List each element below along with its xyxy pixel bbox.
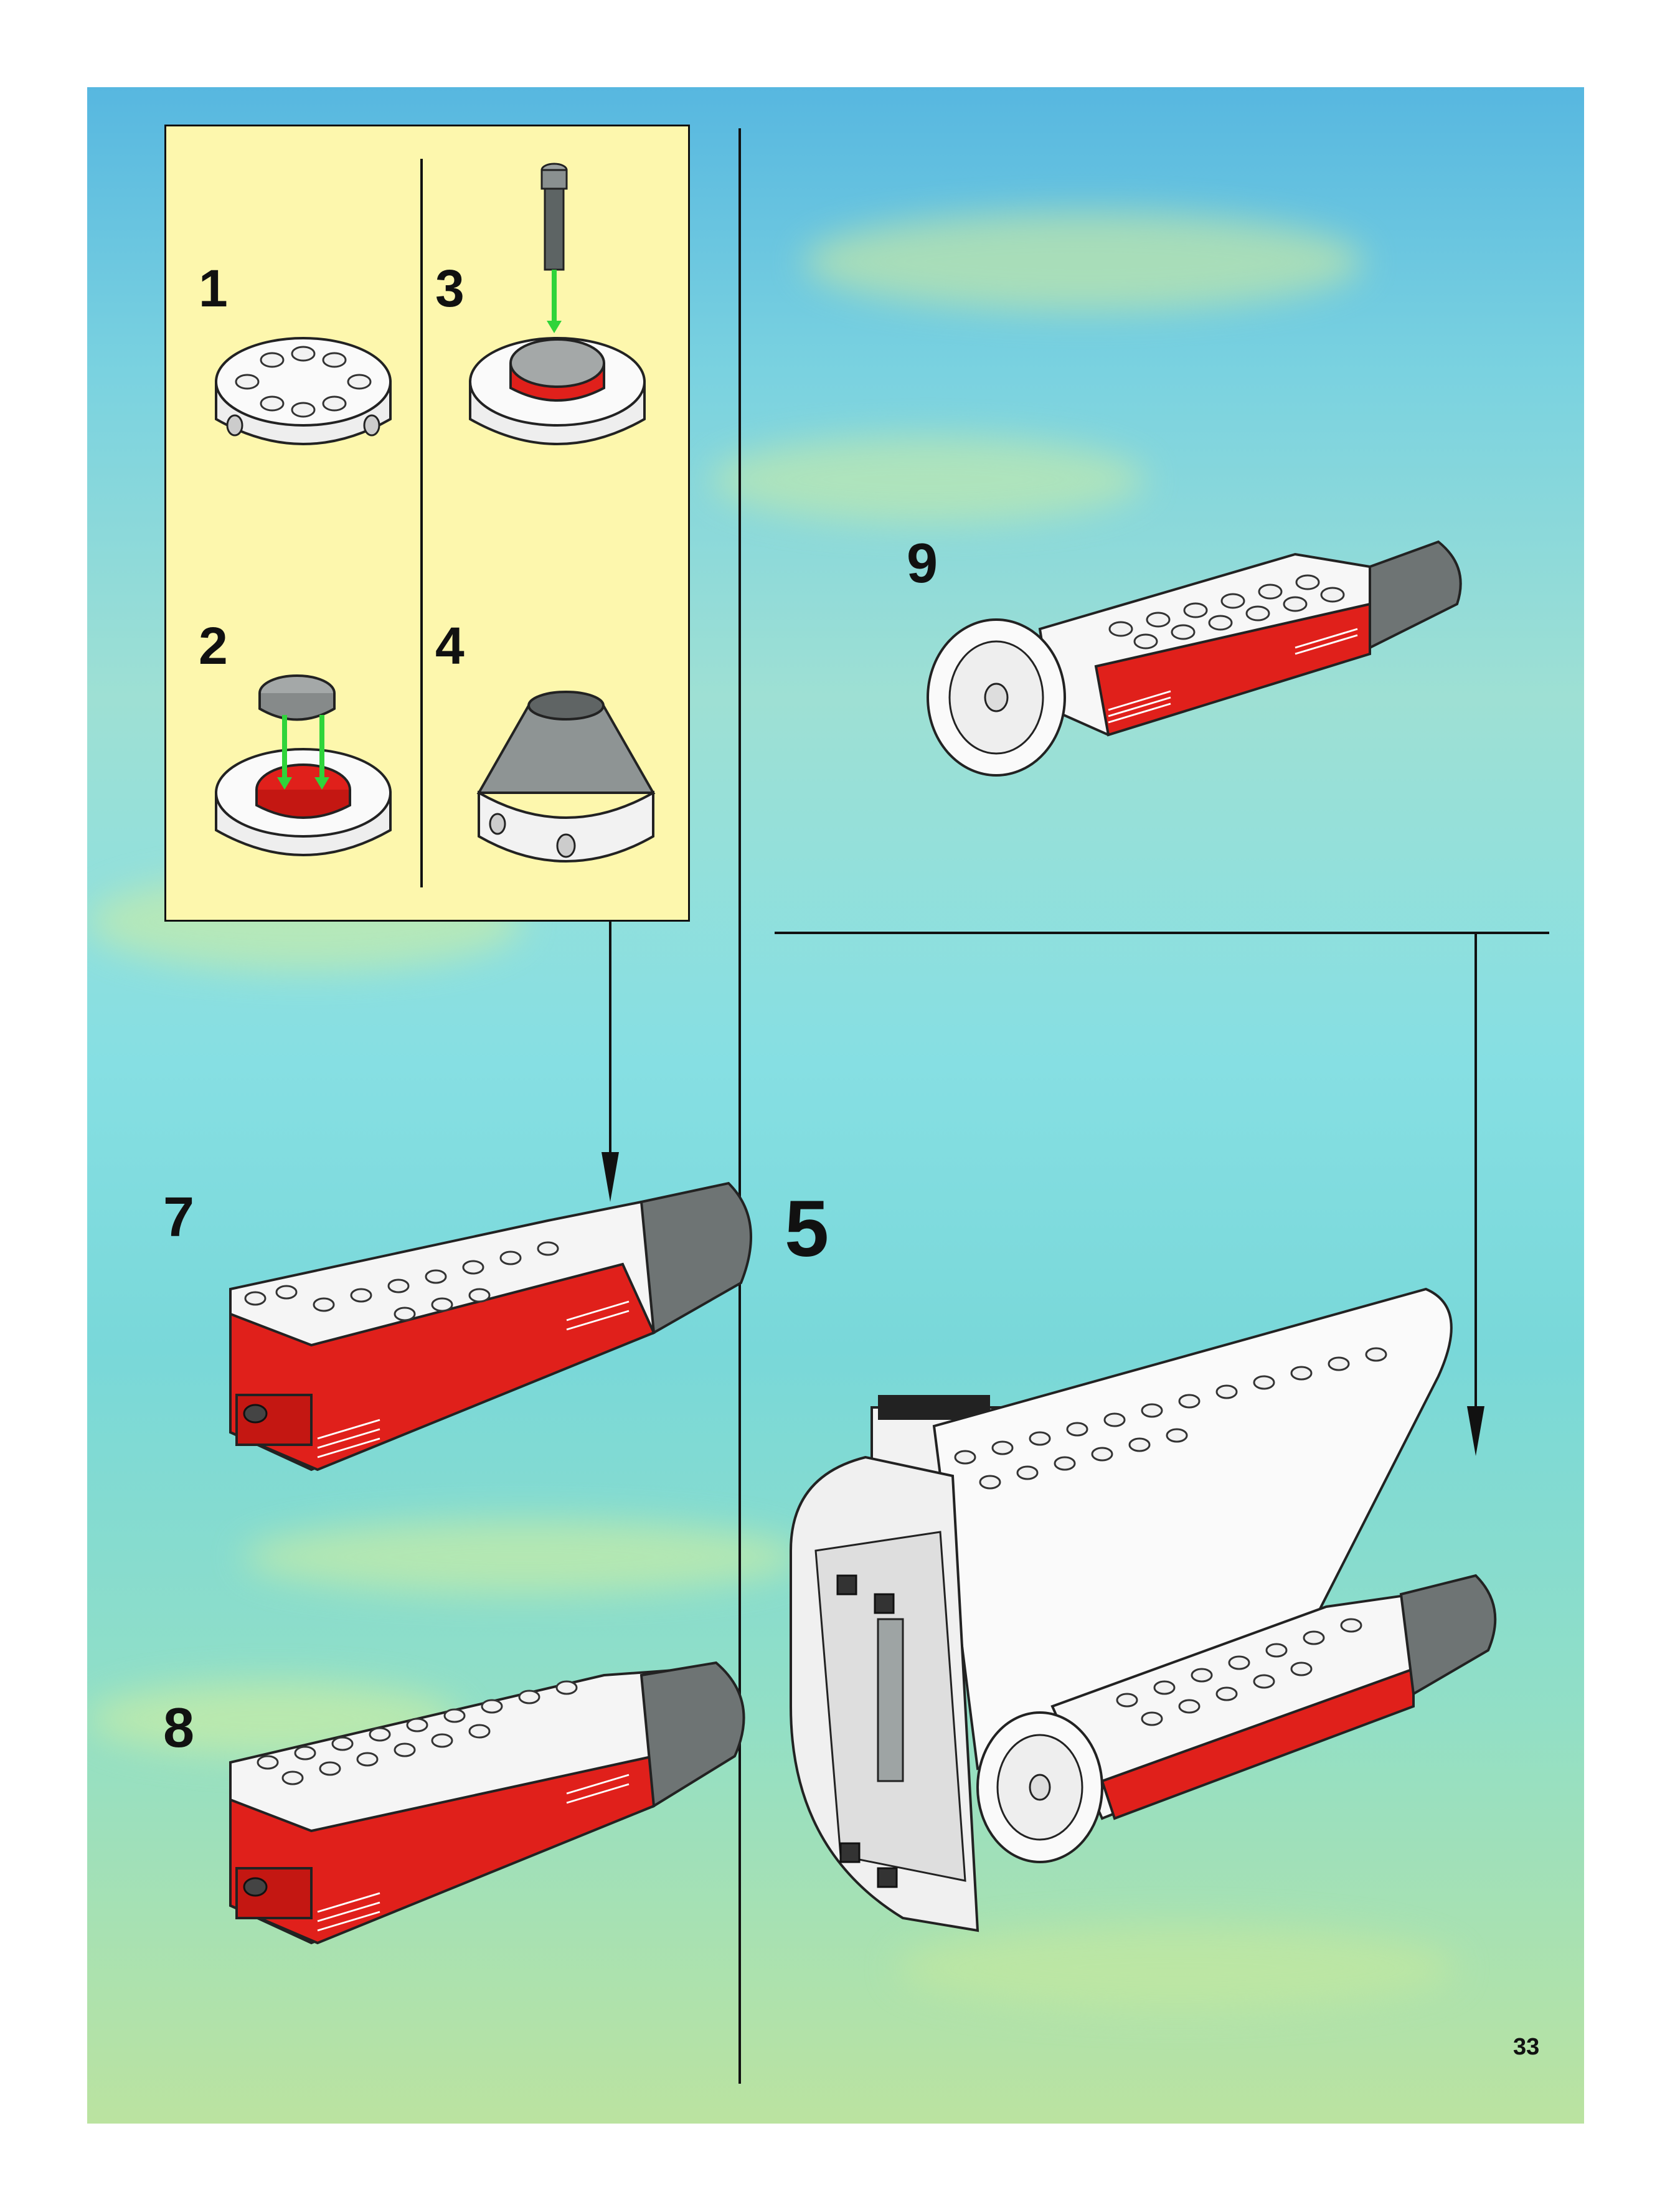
sub-step-number-1: 1	[199, 259, 228, 318]
cone-gray-icon	[476, 691, 656, 863]
engine-booster-icon	[229, 1661, 745, 1945]
main-divider-horizontal	[775, 932, 1549, 934]
shuttle-assembly-icon	[790, 1287, 1497, 1932]
round-plate-gray-icon	[215, 674, 392, 856]
round-brick-2x2-icon	[215, 337, 392, 445]
sub-step-number-3: 3	[435, 259, 465, 318]
sub-assembly-inset: 1 2 3 4	[164, 125, 690, 922]
step-number-9: 9	[907, 532, 938, 595]
step-number-8: 8	[163, 1697, 195, 1759]
arrow-down-icon	[602, 922, 619, 1202]
inset-divider	[420, 159, 423, 887]
main-divider-vertical	[738, 128, 741, 2084]
engine-booster-icon	[927, 540, 1462, 777]
axle-pin-icon	[469, 163, 646, 445]
sub-step-number-2: 2	[199, 617, 228, 675]
engine-booster-icon	[229, 1181, 752, 1472]
step-number-7: 7	[163, 1186, 195, 1249]
sub-step-number-4: 4	[435, 617, 465, 675]
step-number-5: 5	[785, 1184, 829, 1274]
arrow-down-icon	[1467, 933, 1484, 1456]
page-number: 33	[1513, 2034, 1540, 2060]
instruction-page: 1 2 3 4	[87, 87, 1584, 2124]
